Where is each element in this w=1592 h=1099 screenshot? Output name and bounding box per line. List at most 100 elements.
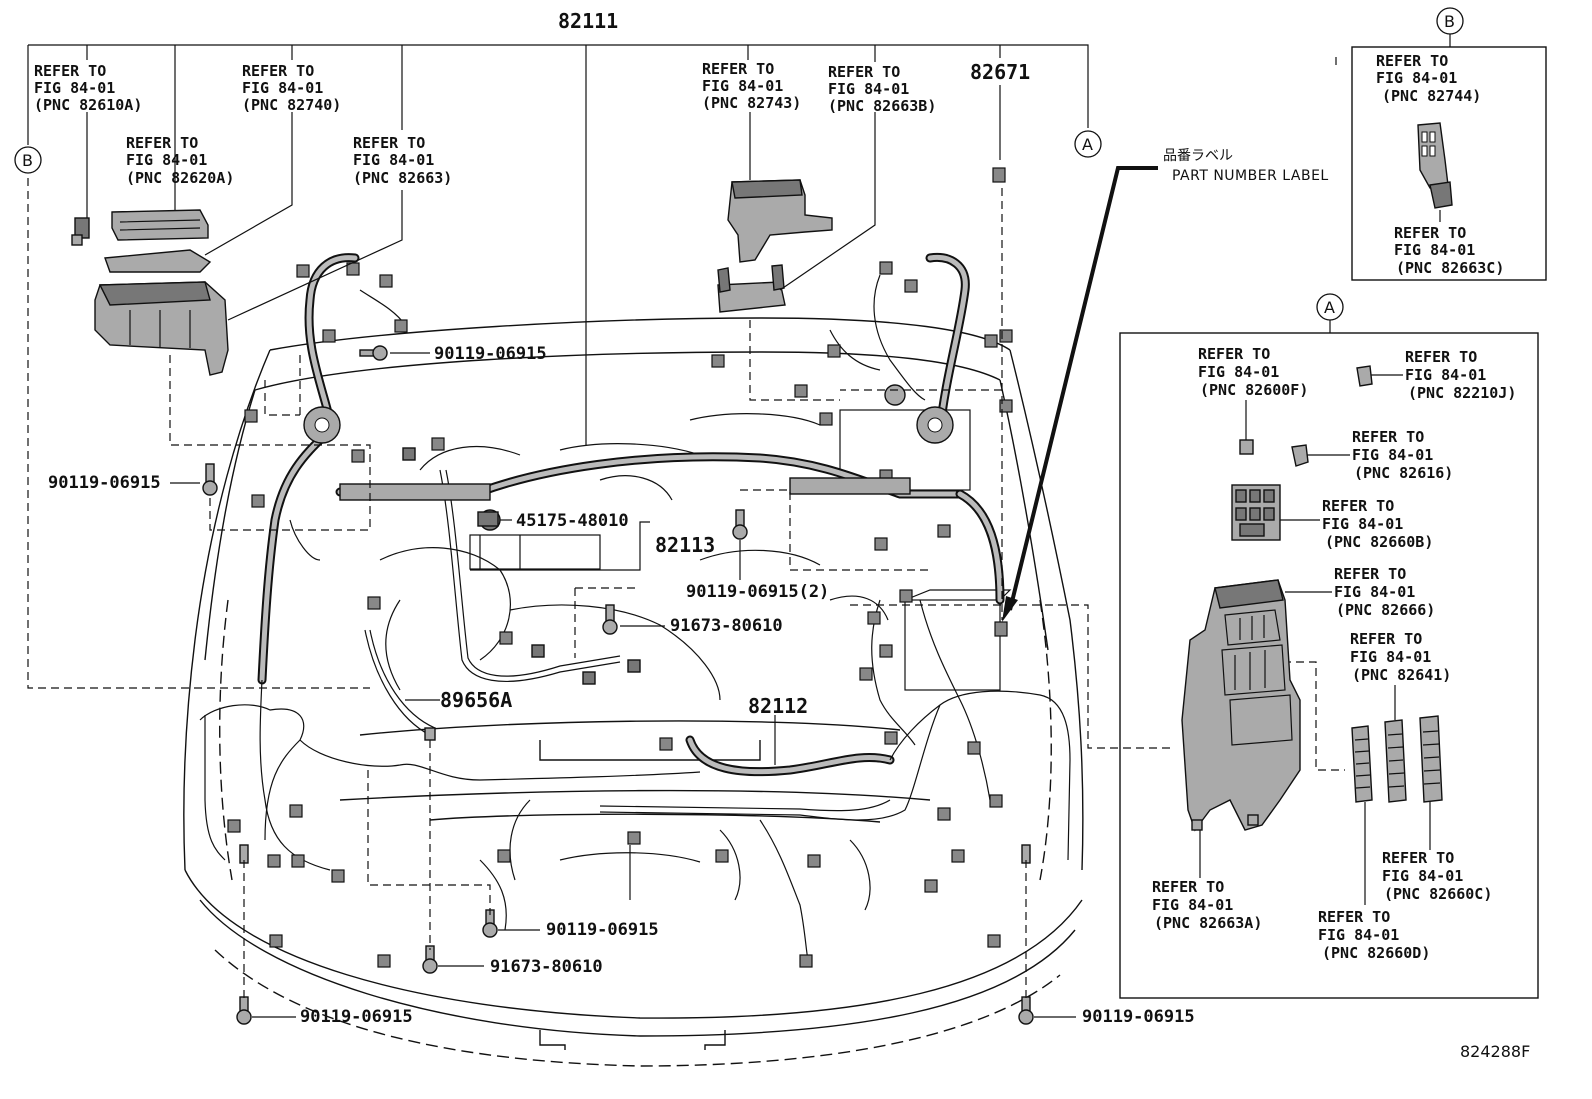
- refer-to-82210j-fig: FIG 84-01: [1405, 366, 1486, 384]
- bolt-2: [202, 463, 218, 496]
- bolt-7: [236, 996, 252, 1025]
- refer-to-82663-fig: FIG 84-01: [353, 151, 434, 169]
- refer-to-82600f-pnc: (PNC 82600F): [1200, 381, 1308, 399]
- refer-to-82210j-title: REFER TO: [1405, 348, 1477, 366]
- refer-to-82641-fig: FIG 84-01: [1350, 648, 1431, 666]
- refer-to-82660b-pnc: (PNC 82660B): [1325, 533, 1433, 551]
- part-91673-80610-b: 91673-80610: [490, 957, 603, 977]
- refer-to-82666-fig: FIG 84-01: [1334, 583, 1415, 601]
- refer-to-82743-fig: FIG 84-01: [702, 77, 783, 95]
- refer-to-82663c-title: REFER TO: [1394, 224, 1466, 242]
- relay-82744-icon: [1417, 122, 1453, 209]
- refer-to-82663a-fig: FIG 84-01: [1152, 896, 1233, 914]
- fuse-82616-icon: [1291, 444, 1309, 467]
- refer-to-82666-pnc: (PNC 82666): [1336, 601, 1435, 619]
- part-89656a: 89656A: [440, 688, 512, 712]
- refer-to-82666-title: REFER TO: [1334, 565, 1406, 583]
- inset-b: B REFER TO FIG 84-01 (PNC 82744) REFER T…: [1351, 7, 1547, 281]
- refer-to-82743-title: REFER TO: [702, 60, 774, 78]
- refer-to-82616-pnc: (PNC 82616): [1354, 464, 1453, 482]
- harness-connectors: [227, 167, 1013, 968]
- refer-to-82660b-title: REFER TO: [1322, 497, 1394, 515]
- refer-to-82660c-pnc: (PNC 82660C): [1384, 885, 1492, 903]
- protector-82113: [339, 477, 911, 570]
- refer-to-82663b-pnc: (PNC 82663B): [828, 97, 936, 115]
- refer-to-82641-pnc: (PNC 82641): [1352, 666, 1451, 684]
- refer-to-82744-title: REFER TO: [1376, 52, 1448, 70]
- refer-to-82663b-title: REFER TO: [828, 63, 900, 81]
- part-number-label-en: PART NUMBER LABEL: [1172, 168, 1329, 184]
- refer-to-82210j-pnc: (PNC 82210J): [1408, 384, 1516, 402]
- refer-to-82663b-fig: FIG 84-01: [828, 80, 909, 98]
- part-90119-06915-c: 90119-06915: [546, 920, 659, 940]
- part-45175-48010: 45175-48010: [516, 511, 629, 531]
- refer-to-82740-pnc: (PNC 82740): [242, 96, 341, 114]
- top-labels: 82111 REFER TO FIG 84-01 (PNC 82610A) RE…: [14, 9, 1329, 187]
- refer-to-82660d-fig: FIG 84-01: [1318, 926, 1399, 944]
- refer-to-82660b-fig: FIG 84-01: [1322, 515, 1403, 533]
- circle-a-callout: A: [1074, 130, 1102, 158]
- refer-to-82600f-fig: FIG 84-01: [1198, 363, 1279, 381]
- refer-to-82620a-pnc: (PNC 82620A): [126, 169, 234, 187]
- part-number-labels: 90119-06915 90119-06915 45175-48010 8211…: [48, 344, 1195, 1027]
- circle-b-callout: B: [14, 146, 42, 174]
- part-82113: 82113: [655, 533, 715, 557]
- refer-to-82663a-title: REFER TO: [1152, 878, 1224, 896]
- inset-a-circle-letter: A: [1324, 298, 1335, 317]
- fuse-82600f-icon: [1239, 439, 1254, 455]
- bolt-8: [1018, 996, 1034, 1025]
- part-82112: 82112: [748, 694, 808, 718]
- inset-b-circle-letter: B: [1444, 12, 1455, 31]
- main-part-number: 82111: [558, 9, 618, 33]
- refer-to-82616-fig: FIG 84-01: [1352, 446, 1433, 464]
- solid-leaders: [27, 44, 1158, 1018]
- refer-to-82620a-title: REFER TO: [126, 134, 198, 152]
- refer-to-82663a-pnc: (PNC 82663A): [1154, 914, 1262, 932]
- circle-a-letter: A: [1082, 135, 1093, 154]
- dashed-leaders: [27, 57, 1345, 1000]
- refer-to-82740-fig: FIG 84-01: [242, 79, 323, 97]
- refer-to-82744-fig: FIG 84-01: [1376, 69, 1457, 87]
- fuse-82210j-icon: [1356, 365, 1373, 387]
- refer-to-82663c-fig: FIG 84-01: [1394, 241, 1475, 259]
- inset-a-circle: A: [1316, 293, 1344, 321]
- part-90119-06915-a: 90119-06915: [434, 344, 547, 364]
- refer-to-82663c-pnc: (PNC 82663C): [1396, 259, 1504, 277]
- refer-to-82610a-title: REFER TO: [34, 62, 106, 80]
- bolt-3: [732, 509, 748, 540]
- fuse-block-82641-icon: [1384, 719, 1407, 803]
- relay-parts-right: [717, 179, 833, 313]
- part-91673-80610-a: 91673-80610: [670, 616, 783, 636]
- refer-to-82660c-fig: FIG 84-01: [1382, 867, 1463, 885]
- figure-id: 824288F: [1460, 1042, 1530, 1061]
- refer-to-82600f-title: REFER TO: [1198, 345, 1270, 363]
- relay-block-parts-left: [71, 209, 229, 376]
- part-82671: 82671: [970, 60, 1030, 84]
- refer-to-82663-pnc: (PNC 82663): [353, 169, 452, 187]
- refer-to-82610a-fig: FIG 84-01: [34, 79, 115, 97]
- fuse-block-82660d-icon: [1351, 725, 1373, 803]
- bolt-4: [602, 604, 618, 635]
- refer-to-82744-pnc: (PNC 82744): [1382, 87, 1481, 105]
- refer-to-82660d-pnc: (PNC 82660D): [1322, 944, 1430, 962]
- circle-b-letter: B: [22, 151, 33, 170]
- part-90119-06915-d: 90119-06915: [300, 1007, 413, 1027]
- refer-to-82743-pnc: (PNC 82743): [702, 94, 801, 112]
- part-number-label-jp: 品番ラベル: [1163, 148, 1233, 164]
- inset-a: A REFER TO FIG 84-01 (PNC 82600F) REFER …: [1119, 293, 1539, 999]
- relay-block-82660b-icon: [1231, 484, 1281, 541]
- fuse-block-82660c-icon: [1419, 715, 1443, 803]
- bolt-6: [422, 945, 438, 974]
- refer-to-82740-title: REFER TO: [242, 62, 314, 80]
- refer-to-82616-title: REFER TO: [1352, 428, 1424, 446]
- part-90119-06915-b: 90119-06915: [48, 473, 161, 493]
- part-90119-06915-e: 90119-06915: [1082, 1007, 1195, 1027]
- refer-to-82663-title: REFER TO: [353, 134, 425, 152]
- part-90119-06915-2: 90119-06915(2): [686, 582, 829, 602]
- refer-to-82620a-fig: FIG 84-01: [126, 151, 207, 169]
- refer-to-82610a-pnc: (PNC 82610A): [34, 96, 142, 114]
- refer-to-82660c-title: REFER TO: [1382, 849, 1454, 867]
- junction-block-82666-icon: [1181, 579, 1301, 832]
- refer-to-82660d-title: REFER TO: [1318, 908, 1390, 926]
